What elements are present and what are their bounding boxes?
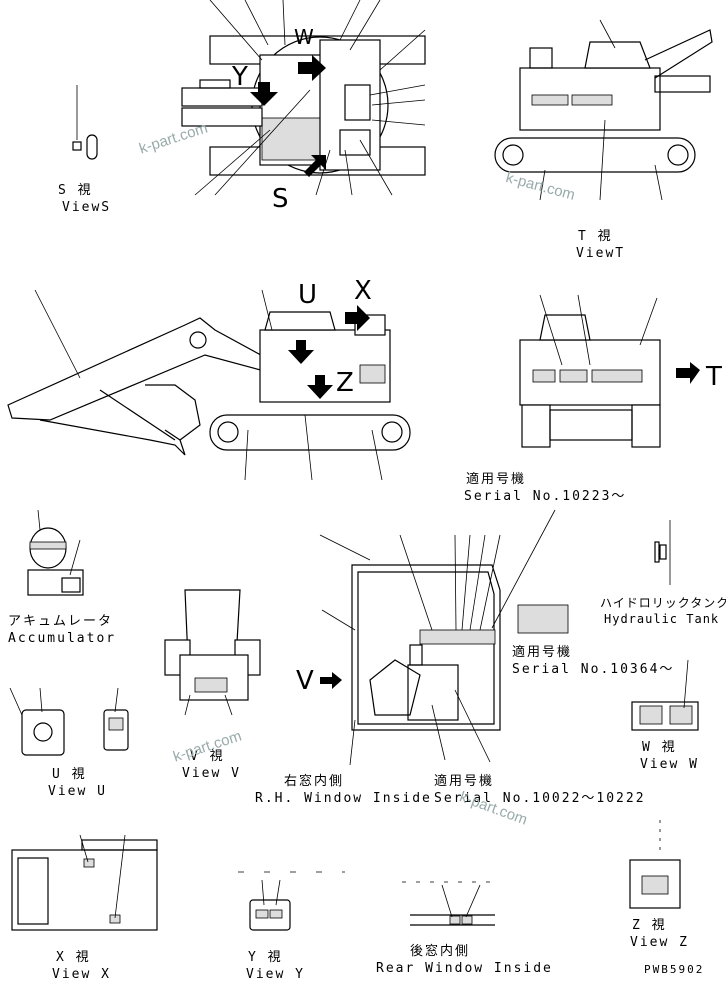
hydraulic-tank-caption-jp: ハイドロリックタンク [600,596,726,610]
view-t-drawing [494,19,713,201]
serial-note-1-jp: 適用号機 [466,472,527,487]
accumulator-caption: Accumulator [8,631,117,646]
view-w-caption: View W [640,757,699,772]
view-marker-y: Y [232,62,248,92]
accumulator-drawing [27,509,84,596]
hydraulic-tank-drawing [654,520,671,585]
rh-window-caption: R.H. Window Inside [255,791,432,806]
main-side-view [7,289,411,481]
view-x-caption-jp: X 視 [56,950,91,965]
rear-window-caption-jp: 後窓内側 [410,944,471,959]
top-view [181,0,426,196]
view-marker-z: Z [336,368,354,398]
view-marker-s: S [272,184,289,214]
view-t-caption-jp: T 視 [578,229,613,244]
drawing-code: PWB5902 [644,963,705,976]
view-marker-t: T [706,362,722,392]
view-y-caption: View Y [246,967,305,982]
view-u-caption-jp: U 視 [52,767,87,782]
view-marker-u: U [298,280,318,310]
view-z-caption: View Z [630,935,689,950]
view-marker-w: W [294,25,314,49]
view-s-drawing [72,85,98,160]
view-marker-x: X [354,276,372,306]
view-u-caption: View U [48,784,107,799]
serial-note-2: Serial No.10364～ [512,662,675,677]
view-z-drawing [629,820,681,909]
serial-note-3: Serial No.10022～10222 [434,791,646,806]
hydraulic-tank-caption: Hydraulic Tank [604,612,720,626]
view-t-caption: ViewT [576,246,626,261]
view-w-caption-jp: W 視 [642,740,677,755]
rh-window-caption-jp: 右窓内側 [284,774,345,789]
view-marker-v: V [296,666,314,696]
view-v-caption: View V [182,766,241,781]
serial-note-2-jp: 適用号機 [512,645,573,660]
serial-note-1: Serial No.10223～ [464,489,627,504]
view-v-caption-jp: V 視 [190,749,225,764]
rear-window-drawing [402,881,500,926]
view-s-caption-jp: S 視 [58,183,93,198]
view-y-drawing [238,871,345,931]
view-x-caption: View X [52,967,111,982]
view-v-drawing [164,589,261,716]
view-x-drawing [11,834,158,931]
cab-interior-drawing [319,509,569,766]
view-z-caption-jp: Z 視 [632,918,667,933]
view-y-caption-jp: Y 視 [248,950,283,965]
rear-view [519,294,700,448]
view-u-drawing [9,687,129,756]
accumulator-caption-jp: アキュムレータ [8,614,114,629]
serial-note-3-jp: 適用号機 [434,774,495,789]
view-w-drawing [631,659,699,731]
rear-window-caption: Rear Window Inside [376,961,553,976]
view-s-caption: ViewS [62,200,112,215]
